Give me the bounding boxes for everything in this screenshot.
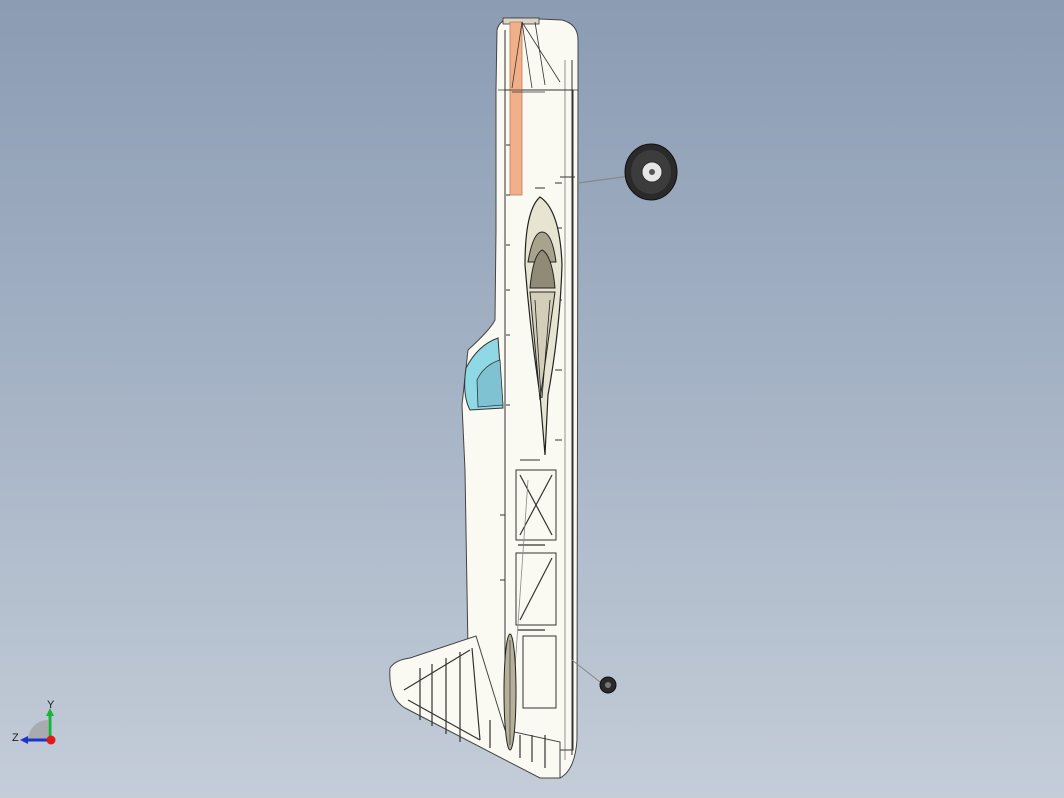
triad-graphic: [20, 708, 56, 745]
cockpit-cutout: [524, 196, 563, 456]
y-axis-label: Y: [47, 699, 55, 711]
tail-stabilizer[interactable]: [389, 633, 561, 779]
z-axis-arrow: [20, 736, 28, 744]
tail-wheel[interactable]: [571, 659, 617, 694]
stabilizer-ribs: [403, 647, 546, 768]
y-axis-arrow: [46, 708, 54, 716]
canopy-frame: [476, 359, 504, 408]
truss-diagonals: [518, 474, 553, 631]
tail-wheel-strut: [571, 659, 601, 683]
truss-bays: [515, 469, 557, 709]
z-axis-label: Z: [12, 732, 19, 744]
main-wheel[interactable]: [577, 143, 678, 201]
wheel-strut: [577, 175, 631, 184]
fuselage[interactable]: [461, 17, 579, 779]
x-axis-dot: [46, 735, 56, 745]
accent-stripe: [509, 21, 523, 196]
nose-bracing: [498, 21, 578, 93]
orientation-triad: Y Z: [8, 699, 68, 760]
